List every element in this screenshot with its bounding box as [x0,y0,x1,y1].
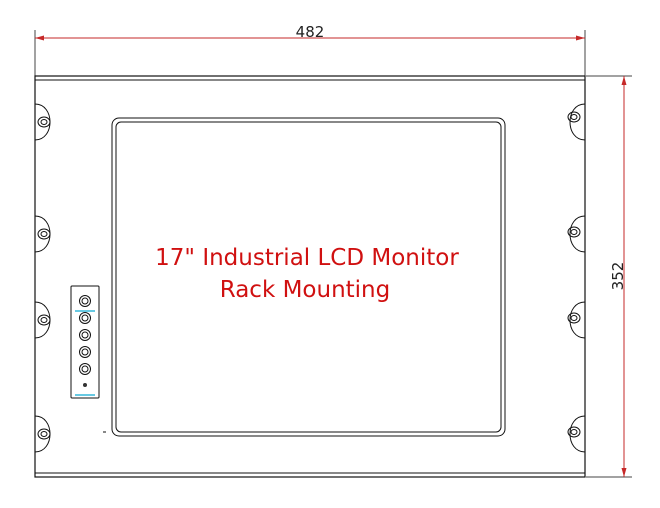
left-mounting-rail [34,80,51,473]
mount-ear [569,301,586,339]
screen-bezel [111,117,506,437]
mount-ear [34,215,51,253]
panel-button-inner [81,297,89,305]
mount-ear [569,415,586,453]
panel-button [79,295,91,307]
mount-ear [34,415,51,453]
mounting-hole [37,314,51,326]
caption-line-1: 17" Industrial LCD Monitor [155,245,459,271]
panel-button-inner [81,365,89,373]
width-arrow-right [576,35,585,41]
panel-button [79,346,91,358]
mount-ear [569,103,586,141]
panel-button [79,312,91,324]
mounting-hole [37,428,51,440]
mount-ear [34,103,51,141]
mounting-hole [37,116,51,128]
mounting-hole [567,426,581,438]
mount-ear [569,215,586,253]
control-button-panel [70,285,100,399]
width-dimension: 482 [34,23,586,76]
mounting-hole [567,226,581,238]
height-arrow-top [621,76,627,85]
width-arrow-left [35,35,44,41]
right-mounting-rail [567,103,586,453]
lcd-screen [111,117,506,437]
panel-button [79,329,91,341]
mounting-hole [37,228,51,240]
panel-button [79,363,91,375]
height-dimension: 352 [586,75,632,478]
height-arrow-bottom [621,468,627,477]
power-led-icon [83,383,87,387]
panel-button-inner [81,331,89,339]
panel-buttons [79,295,91,375]
panel-button-inner [81,314,89,322]
screen-display-area [115,121,502,433]
mounting-hole [567,111,581,123]
width-dimension-label: 482 [296,23,325,41]
button-panel-outline [70,285,100,399]
caption-line-2: Rack Mounting [220,277,391,303]
mount-ear [34,301,51,339]
height-dimension-label: 352 [609,262,627,291]
rack-panel [34,75,586,478]
mounting-hole [567,312,581,324]
panel-button-inner [81,348,89,356]
